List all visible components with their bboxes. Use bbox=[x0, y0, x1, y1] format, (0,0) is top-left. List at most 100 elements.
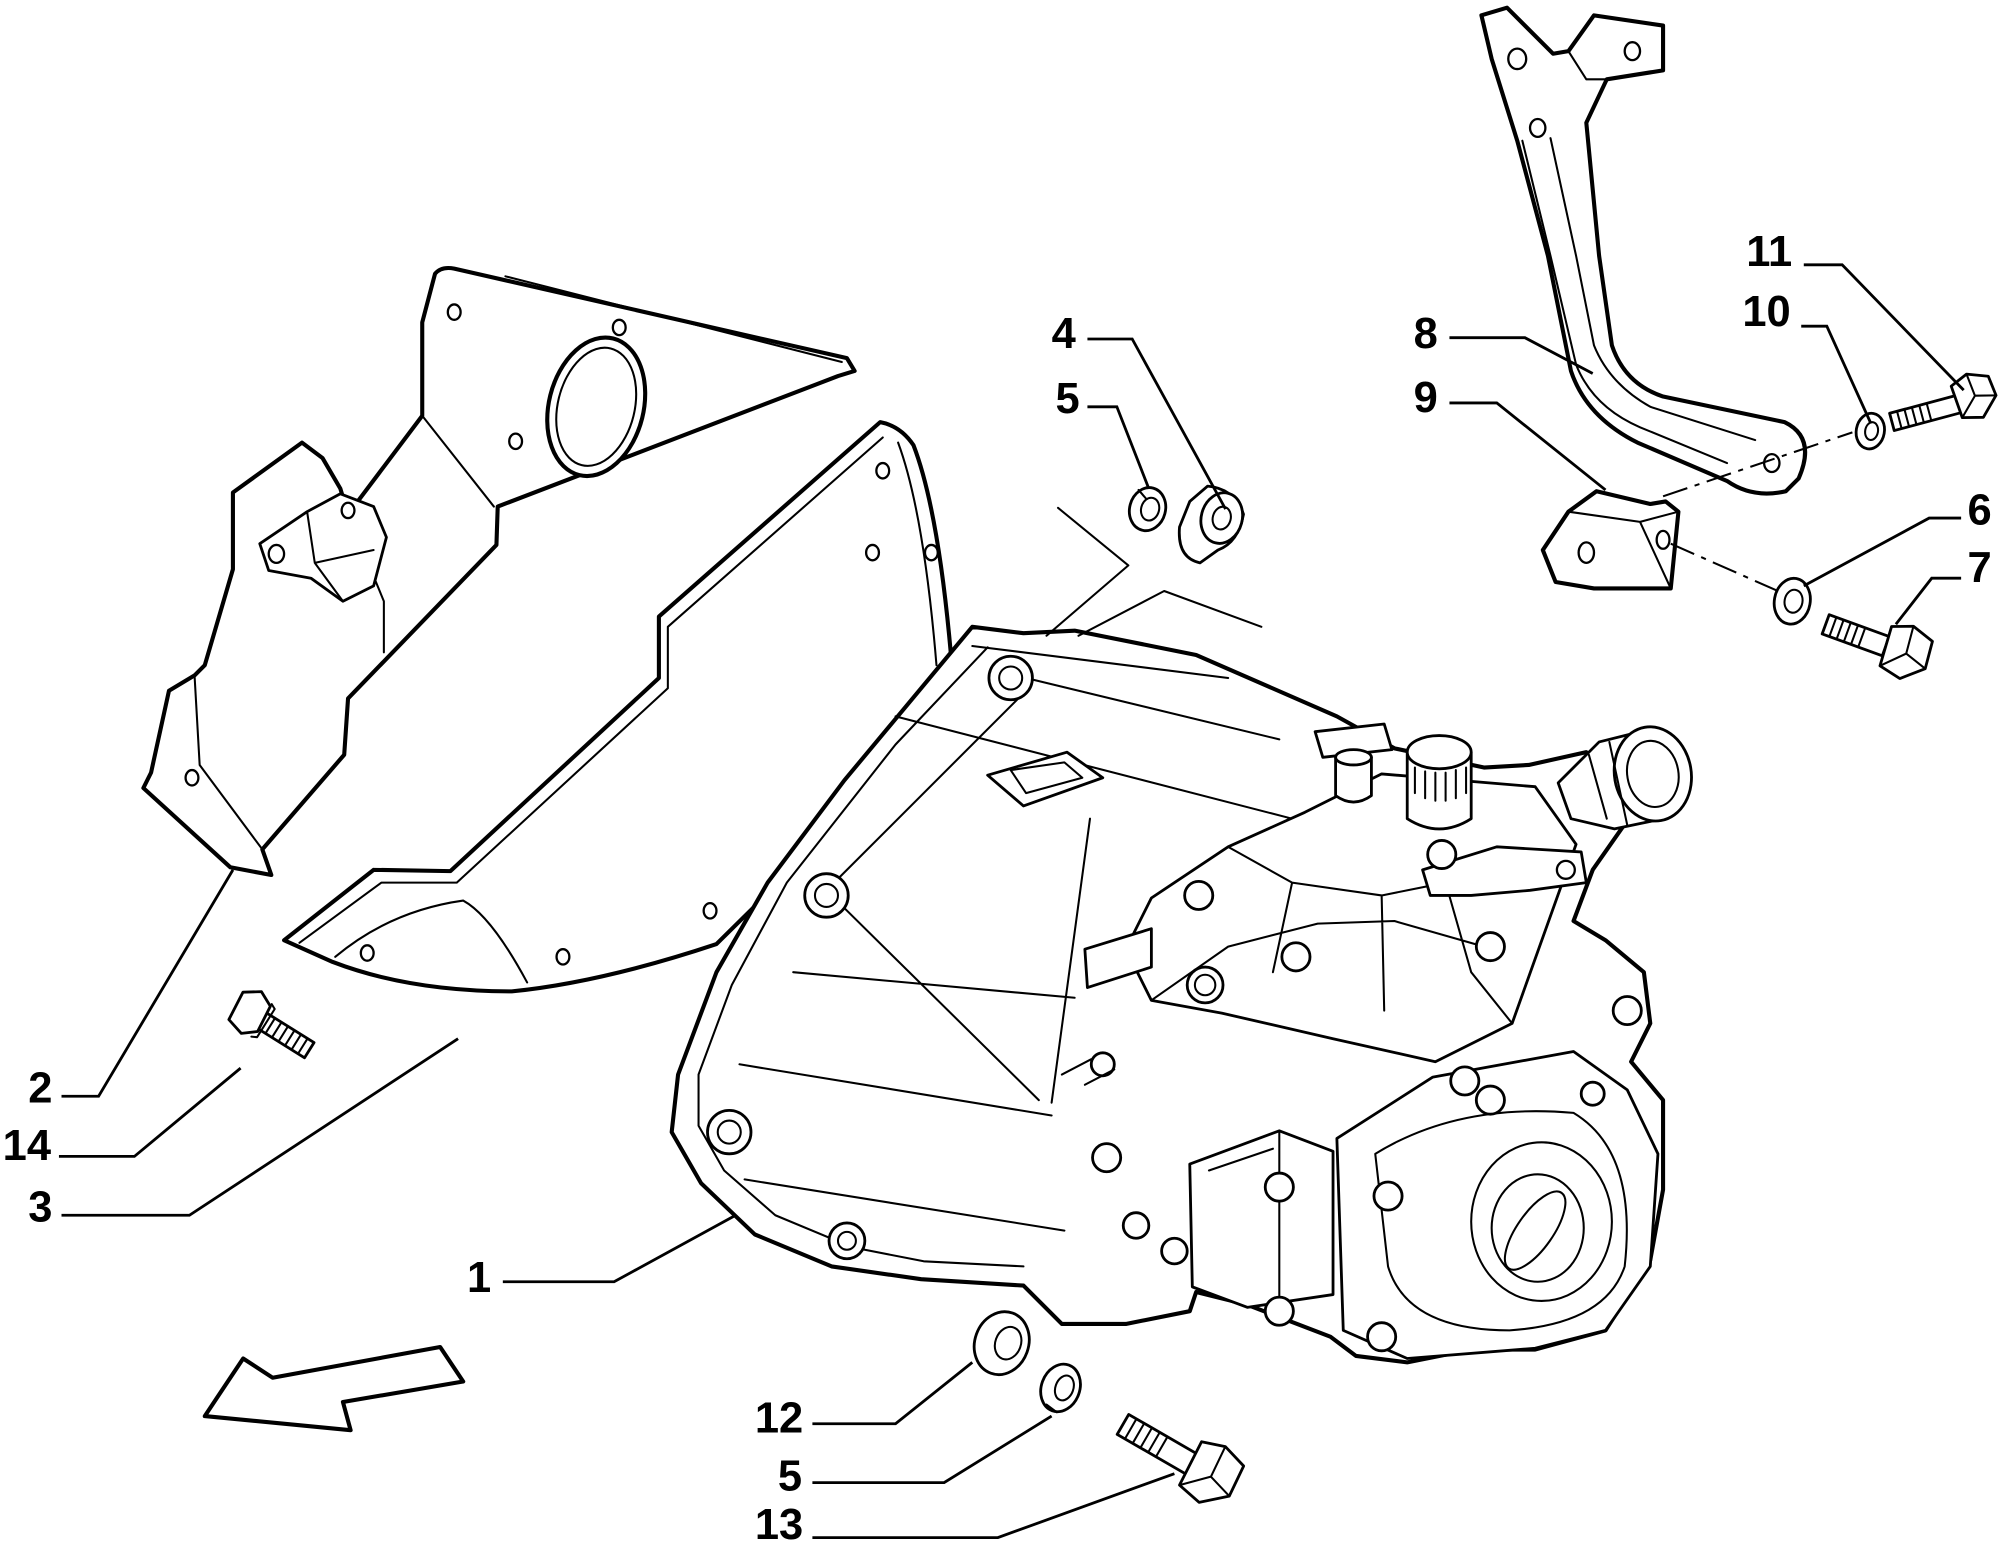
assembly-axis bbox=[1662, 431, 1853, 498]
washer-outer bbox=[1854, 411, 1886, 451]
housing-bolt bbox=[1366, 1321, 1398, 1353]
leader-line-13 bbox=[812, 1472, 1175, 1540]
housing-bolt bbox=[1280, 941, 1312, 973]
cover-plate bbox=[141, 265, 857, 878]
backing-plate-hole bbox=[923, 543, 939, 562]
backing-plate-hole bbox=[864, 543, 881, 562]
nut-face bbox=[1199, 491, 1245, 545]
backing-plate-outline bbox=[282, 420, 954, 994]
callout-12: 12 bbox=[755, 1395, 803, 1443]
assembly-axis bbox=[1670, 542, 1782, 594]
housing-pad bbox=[986, 750, 1105, 808]
bolt-thread bbox=[1895, 402, 1933, 430]
leader-line-3 bbox=[61, 1037, 459, 1217]
leader-line-6 bbox=[1803, 516, 1962, 588]
leader-line-7 bbox=[1894, 576, 1962, 626]
backing-plate bbox=[282, 420, 954, 994]
housing-boss bbox=[836, 1230, 857, 1251]
cover-plate-hole bbox=[446, 303, 462, 321]
bolt-head-edge bbox=[1178, 1445, 1231, 1498]
leader-line-10 bbox=[1801, 324, 1872, 423]
bolt-14 bbox=[227, 990, 316, 1060]
callout-7: 7 bbox=[1968, 544, 1992, 592]
gearbox-housing bbox=[669, 624, 1693, 1365]
support-bracket-outline bbox=[1479, 5, 1808, 496]
callout-4: 4 bbox=[1052, 310, 1076, 358]
callout-9: 9 bbox=[1414, 374, 1438, 422]
selector-cover bbox=[1124, 772, 1578, 1064]
support-bracket-hole bbox=[1507, 47, 1528, 71]
housing-boss bbox=[716, 1119, 742, 1145]
bolt-thread bbox=[1123, 1417, 1169, 1458]
housing-flange bbox=[697, 646, 1025, 1268]
callouts: 11 10 8 9 4 5 6 7 2 14 3 1 12 5 13 bbox=[3, 228, 1992, 1544]
housing-bolt bbox=[1426, 839, 1458, 870]
callout-8: 8 bbox=[1414, 310, 1438, 358]
spring-washer-upper bbox=[1127, 486, 1168, 533]
housing-bolt bbox=[1449, 1065, 1481, 1097]
housing-bolt bbox=[1579, 1080, 1606, 1107]
backing-plate-recess bbox=[334, 899, 529, 984]
spring-washer-gap bbox=[1137, 488, 1148, 500]
cover-plate-hole bbox=[611, 318, 627, 337]
mounting-plate bbox=[1540, 489, 1681, 591]
backing-plate-hole bbox=[359, 944, 375, 962]
support-bracket-hole bbox=[1762, 452, 1781, 474]
mounting-plate-hole bbox=[1577, 541, 1596, 565]
support-bracket-hole bbox=[1623, 41, 1642, 62]
clutch-lever bbox=[1421, 845, 1588, 897]
cover-plate-lug-hole bbox=[340, 501, 356, 520]
housing-bolt bbox=[1263, 1171, 1295, 1203]
clutch-lever-hole bbox=[1555, 859, 1576, 880]
side-cover-edge bbox=[1207, 1129, 1281, 1306]
housing-bolt bbox=[1474, 931, 1506, 963]
spring-washer-lower bbox=[1039, 1362, 1082, 1414]
housing-pin bbox=[1060, 1058, 1116, 1086]
washer-inner bbox=[1783, 588, 1804, 614]
bolt-head bbox=[227, 990, 272, 1035]
cover-plate-large-hole-rim bbox=[555, 346, 638, 467]
leader-line-14 bbox=[58, 1067, 242, 1158]
cover-plate-lug-fold bbox=[306, 510, 375, 603]
housing-bolt bbox=[1474, 1084, 1506, 1116]
oil-filler-ridges bbox=[1413, 766, 1468, 802]
bolt-11 bbox=[1888, 372, 1998, 432]
washer-12 bbox=[972, 1310, 1031, 1376]
leader-line-4 bbox=[1087, 337, 1227, 510]
selector-tab bbox=[1313, 722, 1394, 759]
selector-rail-block bbox=[1083, 927, 1153, 989]
support-bracket-tab bbox=[1567, 50, 1608, 81]
housing-boss bbox=[827, 1221, 867, 1261]
selector-shaft-top bbox=[1334, 748, 1373, 767]
washer-inner bbox=[993, 1325, 1023, 1361]
backing-plate-hole bbox=[555, 948, 571, 966]
leader-lines bbox=[58, 263, 1965, 1540]
cover-plate-flange bbox=[193, 275, 843, 851]
cover-plate-hole bbox=[508, 432, 524, 451]
support-bracket-hole bbox=[1528, 117, 1547, 139]
mounting-plate-outline bbox=[1540, 489, 1681, 591]
spring-washer-inner bbox=[1139, 496, 1161, 522]
clutch-boot-folds bbox=[1587, 740, 1629, 827]
cover-plate-outline bbox=[141, 265, 857, 878]
bolt-thread bbox=[1828, 616, 1867, 649]
bolt-7 bbox=[1820, 613, 1934, 680]
washer-outer bbox=[972, 1310, 1031, 1376]
cover-plate-large-hole bbox=[545, 335, 648, 479]
selector-cover-detail bbox=[1150, 845, 1514, 1025]
backing-plate-hole bbox=[875, 461, 891, 480]
housing-boss bbox=[803, 872, 850, 919]
housing-bolt bbox=[1183, 879, 1215, 911]
callout-2: 2 bbox=[28, 1065, 52, 1113]
backing-plate-hole bbox=[702, 901, 718, 920]
spring-washer-outer bbox=[1127, 486, 1168, 533]
bolt-head-edge bbox=[1961, 373, 1998, 419]
callout-1: 1 bbox=[467, 1254, 491, 1302]
callout-13: 13 bbox=[755, 1501, 803, 1544]
callout-5-upper: 5 bbox=[1055, 375, 1079, 423]
cover-plate-lug-hole bbox=[267, 543, 286, 565]
mounting-plate-fold bbox=[1567, 510, 1680, 590]
bolt-thread bbox=[264, 1017, 309, 1055]
bolt-13 bbox=[1115, 1413, 1246, 1504]
